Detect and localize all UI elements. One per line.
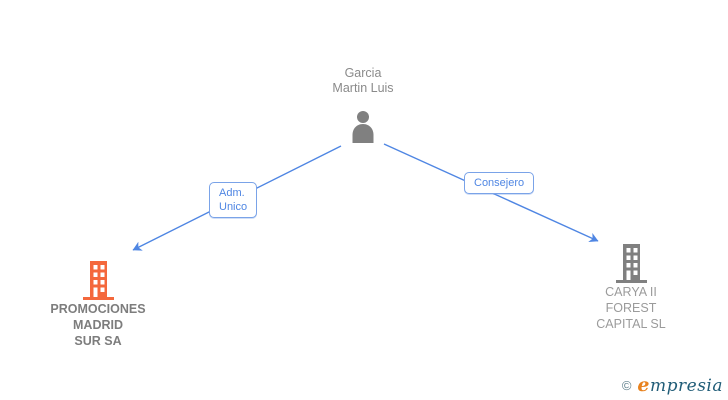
person-silhouette xyxy=(352,111,374,143)
brand-logo[interactable]: © empresia xyxy=(622,374,723,396)
company-name: CARYA II FOREST CAPITAL SL xyxy=(596,285,666,331)
brand-initial: e xyxy=(637,374,650,396)
person-icon[interactable] xyxy=(347,109,379,143)
copyright-icon: © xyxy=(621,377,632,393)
building-windows xyxy=(93,265,104,297)
building-windows xyxy=(626,248,637,280)
company-node-carya-ii-forest-capital-sl[interactable]: CARYA II FOREST CAPITAL SL xyxy=(570,244,692,332)
building-shape xyxy=(615,244,647,283)
building-shape xyxy=(82,261,114,300)
relationship-label-adm-unico[interactable]: Adm. Unico xyxy=(209,182,258,218)
relationship-label-consejero[interactable]: Consejero xyxy=(464,172,535,194)
brand-wordmark: empresia xyxy=(637,374,723,396)
brand-rest: mpresia xyxy=(650,376,723,396)
building-icon xyxy=(82,261,114,300)
person-name: Garcia Martin Luis xyxy=(332,66,394,95)
company-name: PROMOCIONES MADRID SUR SA xyxy=(50,302,146,348)
building-icon xyxy=(615,244,647,283)
company-node-promociones-madrid-sur-sa[interactable]: PROMOCIONES MADRID SUR SA xyxy=(37,261,159,349)
